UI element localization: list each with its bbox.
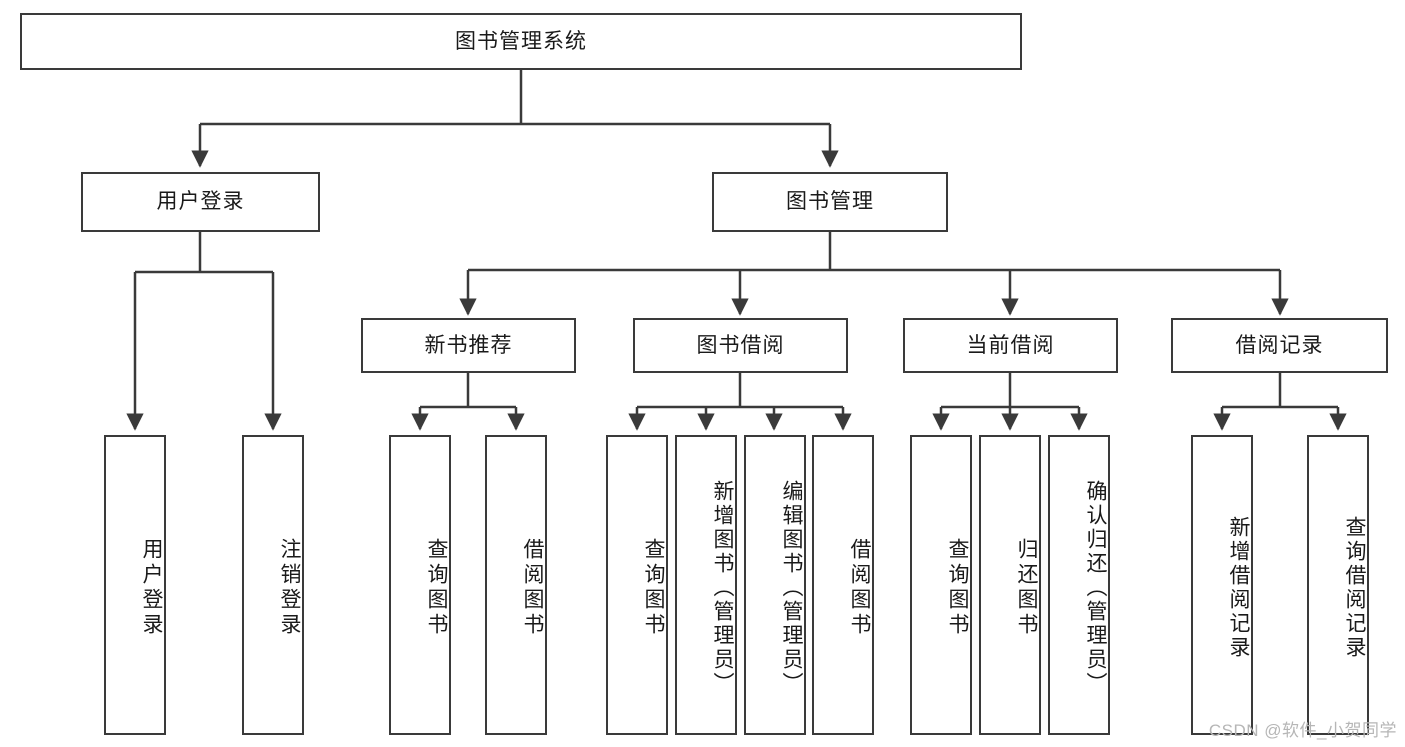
node-new-book-recommend-label: 新书推荐	[424, 333, 513, 357]
leaf-book-borrow-add[interactable]: 新增图书（管理员）	[675, 435, 737, 735]
leaf-label: 查询图书	[642, 538, 665, 638]
leaf-book-borrow-borrow[interactable]: 借阅图书	[812, 435, 874, 735]
node-borrow-record[interactable]: 借阅记录	[1171, 318, 1388, 373]
leaf-book-borrow-query[interactable]: 查询图书	[606, 435, 668, 735]
node-root[interactable]: 图书管理系统	[20, 13, 1022, 70]
leaf-label: 借阅图书	[848, 538, 871, 638]
leaf-label: 归还图书	[1015, 538, 1038, 638]
leaf-user-login-logout[interactable]: 注销登录	[242, 435, 304, 735]
node-user-login-label: 用户登录	[156, 190, 245, 214]
leaf-current-borrow-confirm-return[interactable]: 确认归还（管理员）	[1048, 435, 1110, 735]
leaf-label: 用户登录	[140, 538, 163, 638]
node-book-management[interactable]: 图书管理	[712, 172, 948, 232]
node-new-book-recommend[interactable]: 新书推荐	[361, 318, 576, 373]
node-current-borrow-label: 当前借阅	[966, 333, 1055, 357]
node-book-borrow[interactable]: 图书借阅	[633, 318, 848, 373]
leaf-user-login-login[interactable]: 用户登录	[104, 435, 166, 735]
leaf-borrow-record-query[interactable]: 查询借阅记录	[1307, 435, 1369, 735]
node-root-label: 图书管理系统	[455, 29, 587, 53]
leaf-label: 查询图书	[425, 538, 448, 638]
node-current-borrow[interactable]: 当前借阅	[903, 318, 1118, 373]
node-borrow-record-label: 借阅记录	[1235, 333, 1324, 357]
leaf-borrow-record-add[interactable]: 新增借阅记录	[1191, 435, 1253, 735]
leaf-new-book-borrow[interactable]: 借阅图书	[485, 435, 547, 735]
leaf-new-book-query[interactable]: 查询图书	[389, 435, 451, 735]
leaf-current-borrow-return[interactable]: 归还图书	[979, 435, 1041, 735]
leaf-label: 新增图书（管理员）	[711, 480, 734, 696]
leaf-label: 新增借阅记录	[1227, 516, 1250, 660]
leaf-current-borrow-query[interactable]: 查询图书	[910, 435, 972, 735]
leaf-book-borrow-edit[interactable]: 编辑图书（管理员）	[744, 435, 806, 735]
node-book-management-label: 图书管理	[786, 190, 874, 214]
node-user-login[interactable]: 用户登录	[81, 172, 320, 232]
leaf-label: 确认归还（管理员）	[1084, 480, 1107, 696]
leaf-label: 注销登录	[278, 538, 301, 638]
leaf-label: 借阅图书	[521, 538, 544, 638]
leaf-label: 编辑图书（管理员）	[780, 480, 803, 696]
node-book-borrow-label: 图书借阅	[696, 333, 785, 357]
leaf-label: 查询图书	[946, 538, 969, 638]
leaf-label: 查询借阅记录	[1343, 516, 1366, 660]
